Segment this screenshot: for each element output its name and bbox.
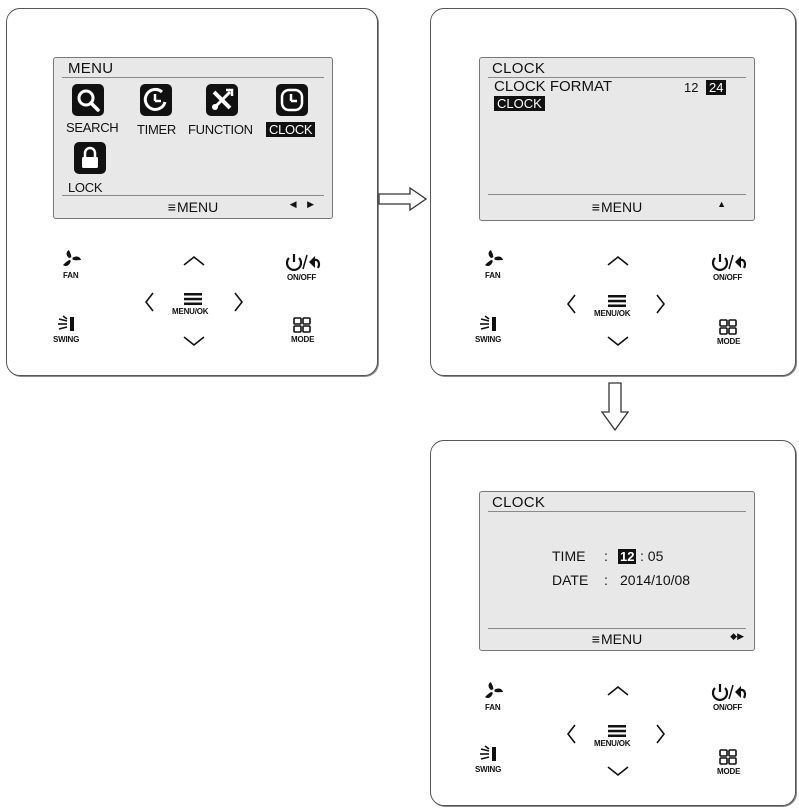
- date-label: DATE: [552, 572, 589, 588]
- time-colon: :: [604, 548, 608, 564]
- controller-panel-clock-set: CLOCK TIME : 12 : 05 DATE : 2014/10/08 ≡…: [430, 440, 796, 806]
- time-minute[interactable]: : 05: [640, 548, 664, 564]
- clock-setting-label[interactable]: CLOCK: [494, 96, 545, 111]
- hamburger-icon[interactable]: [608, 724, 626, 742]
- date-value[interactable]: 2014/10/08: [620, 572, 691, 588]
- chevron-left-icon[interactable]: [565, 723, 577, 745]
- divider: [62, 195, 324, 196]
- up-down-right-indicator: ◆▶: [730, 631, 744, 641]
- mode-button-label[interactable]: MODE: [291, 335, 315, 344]
- arrow-down-icon: [600, 382, 630, 432]
- menu-item-timer[interactable]: TIMER: [137, 122, 176, 137]
- lcd-footer: ≡MENU ▲: [480, 198, 754, 216]
- divider: [488, 194, 746, 195]
- arrow-right-icon: [378, 186, 428, 212]
- menu-item-clock-selected[interactable]: CLOCK: [266, 122, 316, 137]
- clock-format-12[interactable]: 12: [684, 80, 699, 95]
- menu-item-lock[interactable]: LOCK: [68, 180, 103, 195]
- tools-icon[interactable]: [206, 84, 238, 116]
- chevron-up-icon[interactable]: [606, 255, 630, 267]
- chevron-up-icon[interactable]: [182, 255, 206, 267]
- fan-icon[interactable]: [60, 249, 82, 274]
- mode-grid-icon[interactable]: [293, 317, 311, 338]
- menu-ok-button-label[interactable]: MENU/OK: [172, 307, 209, 316]
- lcd-screen: CLOCK CLOCK FORMAT 12 24 CLOCK ≡MENU ▲: [479, 57, 755, 221]
- menu-item-function[interactable]: FUNCTION: [188, 122, 253, 137]
- screen-title: MENU: [68, 60, 114, 77]
- hamburger-icon: ≡: [591, 199, 600, 215]
- clock-format-24[interactable]: 24: [706, 80, 727, 95]
- left-right-indicator: ◀ ▶: [289, 199, 318, 209]
- footer-menu-label: MENU: [176, 199, 219, 215]
- menu-ok-button-label[interactable]: MENU/OK: [594, 309, 631, 318]
- chevron-up-icon[interactable]: [606, 685, 630, 697]
- on-off-button-label[interactable]: ON/OFF: [713, 703, 743, 712]
- on-off-button[interactable]: [711, 253, 747, 276]
- hamburger-icon[interactable]: [608, 294, 626, 312]
- hamburger-icon: ≡: [167, 199, 176, 215]
- fan-button-label[interactable]: FAN: [485, 271, 501, 280]
- time-hour-selected[interactable]: 12: [618, 549, 637, 564]
- time-hour[interactable]: 12: [618, 549, 637, 564]
- swing-icon[interactable]: [479, 315, 503, 338]
- clock-format-24-selected[interactable]: 24: [706, 80, 727, 95]
- menu-item-clock[interactable]: CLOCK: [266, 122, 316, 137]
- divider: [488, 77, 746, 78]
- menu-item-search[interactable]: SEARCH: [66, 120, 119, 135]
- up-indicator: ▲: [717, 199, 730, 209]
- on-off-button-label[interactable]: ON/OFF: [713, 273, 743, 282]
- menu-ok-button-label[interactable]: MENU/OK: [594, 739, 631, 748]
- swing-button-label[interactable]: SWING: [53, 335, 80, 344]
- screen-title: CLOCK: [492, 494, 546, 511]
- fan-icon[interactable]: [482, 681, 504, 706]
- fan-button-label[interactable]: FAN: [485, 703, 501, 712]
- divider: [62, 77, 324, 78]
- mode-button-label[interactable]: MODE: [717, 767, 741, 776]
- chevron-right-icon[interactable]: [655, 723, 667, 745]
- mode-grid-icon[interactable]: [719, 749, 737, 770]
- fan-icon[interactable]: [482, 249, 504, 274]
- divider: [488, 628, 746, 629]
- time-label: TIME: [552, 548, 586, 564]
- chevron-down-icon[interactable]: [606, 765, 630, 777]
- swing-icon[interactable]: [479, 745, 503, 768]
- lcd-screen: CLOCK TIME : 12 : 05 DATE : 2014/10/08 ≡…: [479, 491, 755, 651]
- clock-format-label[interactable]: CLOCK FORMAT: [494, 78, 613, 95]
- swing-button-label[interactable]: SWING: [475, 765, 502, 774]
- chevron-left-icon[interactable]: [565, 293, 577, 315]
- chevron-down-icon[interactable]: [182, 335, 206, 347]
- mode-grid-icon[interactable]: [719, 319, 737, 340]
- on-off-button-label[interactable]: ON/OFF: [287, 273, 317, 282]
- footer-menu-label: MENU: [600, 631, 643, 647]
- clock-icon[interactable]: [276, 84, 308, 116]
- lcd-footer: ≡MENU ◆▶: [480, 630, 754, 648]
- divider: [488, 511, 746, 512]
- magnifier-icon[interactable]: [72, 84, 104, 116]
- footer-menu: ≡MENU: [480, 631, 754, 647]
- controller-panel-menu: MENU SEARCH TIMER: [6, 8, 378, 376]
- swing-button-label[interactable]: SWING: [475, 335, 502, 344]
- footer-menu: ≡MENU: [480, 199, 754, 215]
- chevron-right-icon[interactable]: [233, 291, 245, 313]
- screen-title: CLOCK: [492, 60, 546, 77]
- footer-menu: ≡MENU: [54, 199, 332, 215]
- hamburger-icon[interactable]: [184, 292, 202, 310]
- clock-row-selected[interactable]: CLOCK: [494, 96, 545, 111]
- lcd-footer: ≡MENU ◀ ▶: [54, 198, 332, 216]
- controller-panel-clock-format: CLOCK CLOCK FORMAT 12 24 CLOCK ≡MENU ▲ F…: [430, 8, 796, 376]
- chevron-down-icon[interactable]: [606, 335, 630, 347]
- chevron-left-icon[interactable]: [143, 291, 155, 313]
- on-off-button[interactable]: [285, 253, 321, 276]
- fan-button-label[interactable]: FAN: [63, 271, 79, 280]
- footer-menu-label: MENU: [600, 199, 643, 215]
- hamburger-icon: ≡: [591, 631, 600, 647]
- chevron-right-icon[interactable]: [655, 293, 667, 315]
- on-off-button[interactable]: [711, 683, 747, 706]
- lcd-screen: MENU SEARCH TIMER: [53, 57, 333, 219]
- lock-icon[interactable]: [74, 142, 106, 174]
- date-colon: :: [604, 572, 608, 588]
- timer-icon[interactable]: [140, 84, 172, 116]
- mode-button-label[interactable]: MODE: [717, 337, 741, 346]
- swing-icon[interactable]: [57, 315, 81, 338]
